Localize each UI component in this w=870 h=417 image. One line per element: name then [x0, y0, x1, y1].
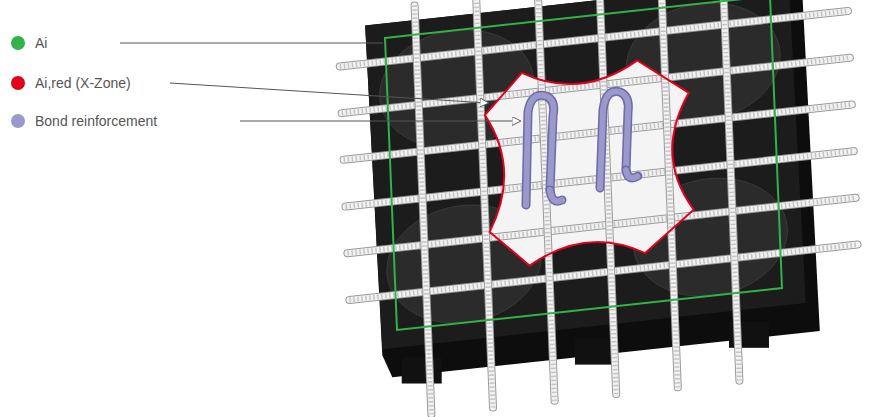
legend-swatch: [11, 114, 25, 128]
legend-swatch: [11, 36, 25, 50]
legend-item: Bond reinforcement: [11, 113, 157, 129]
rebar-rib: [599, 0, 616, 394]
legend-label: Ai,red (X-Zone): [35, 75, 131, 91]
rebar-rib: [476, 0, 493, 408]
legend-item: Ai: [11, 35, 47, 51]
rebar: [476, 0, 493, 408]
rebar: [723, 0, 740, 381]
rebar-rib: [661, 0, 678, 387]
rebar: [599, 0, 616, 394]
bond-reinforcement: [526, 91, 638, 205]
rebar: [476, 0, 493, 408]
leader-line: [170, 83, 488, 103]
former-foot: [575, 339, 615, 365]
ai-outline: [385, 0, 782, 330]
rebar: [661, 0, 678, 387]
stirrup: [626, 170, 638, 178]
rebar-rib: [415, 5, 432, 414]
stirrup: [626, 170, 638, 178]
legend-label: Bond reinforcement: [35, 113, 157, 129]
rebar: [415, 5, 432, 414]
former-foot: [402, 358, 442, 384]
stirrup: [550, 190, 562, 201]
legend-swatch: [11, 76, 25, 90]
legend-label: Ai: [35, 35, 47, 51]
stirrup: [550, 190, 562, 201]
rebar: [723, 0, 740, 381]
rebar-rib: [723, 0, 740, 381]
rebar-grid: [340, 0, 858, 414]
rebar: [415, 5, 432, 414]
rebar: [661, 0, 678, 387]
leader-line: [120, 43, 383, 44]
rebar: [599, 0, 616, 394]
x-zone-outline: [485, 60, 694, 265]
legend-item: Ai,red (X-Zone): [11, 75, 131, 91]
leader-line: [240, 121, 520, 122]
